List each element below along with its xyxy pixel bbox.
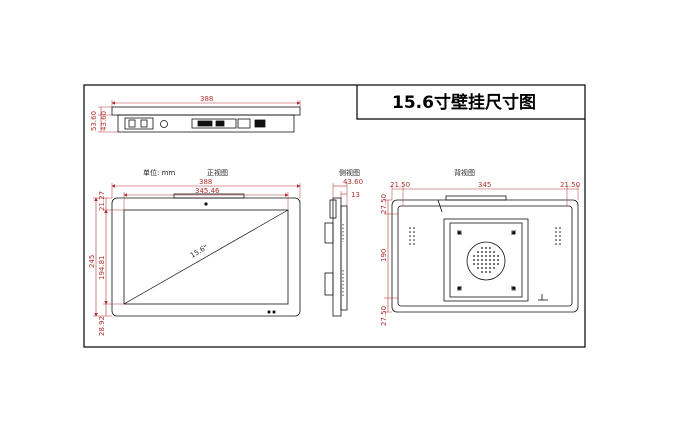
front-outer-height-label: 245	[88, 255, 96, 268]
back-view-dimensions: 21.50 345 21.50 27.50 190 27.50	[380, 181, 580, 326]
back-height-label: 190	[380, 249, 388, 262]
back-vent-right	[555, 227, 561, 245]
front-top-margin-label: 21.27	[98, 191, 106, 211]
back-bottom-margin-label: 27.50	[380, 306, 388, 326]
back-vent-left	[409, 227, 415, 245]
side-bezel-label: 13	[351, 191, 360, 199]
front-inner-height-label: 194.81	[98, 256, 106, 281]
back-right-margin-label: 21.50	[560, 181, 580, 189]
side-depth-label: 43.60	[343, 178, 363, 186]
back-speaker-holes	[473, 247, 499, 273]
top-depth-label-2: 43.60	[100, 111, 108, 131]
side-view	[324, 197, 348, 317]
top-depth-label-1: 53.60	[90, 111, 98, 131]
back-top-margin-label: 27.50	[380, 194, 388, 214]
top-view	[111, 106, 301, 133]
front-outer-width-label: 388	[199, 178, 212, 186]
front-bottom-margin-label: 28.92	[98, 316, 106, 336]
unit-label: 单位: mm	[143, 168, 175, 177]
front-inner-width-label: 345.46	[195, 187, 220, 195]
back-view	[391, 195, 579, 313]
drawing-frame	[83, 84, 586, 348]
top-width-label: 388	[200, 95, 213, 103]
back-view-label: 背视图	[454, 168, 475, 177]
diagonal-label: 15.6"	[189, 243, 209, 259]
title-block: 15.6寸壁挂尺寸图	[356, 85, 585, 120]
front-view-dimensions: 388 345.46 245 194.81 21.27 28.92	[88, 178, 301, 336]
side-view-label: 侧视图	[339, 168, 360, 177]
front-view	[111, 193, 301, 317]
back-width-label: 345	[478, 181, 491, 189]
drawing-title: 15.6寸壁挂尺寸图	[392, 92, 536, 113]
side-view-dimensions: 43.60 13	[332, 178, 363, 206]
front-view-label: 正视图	[207, 168, 228, 177]
top-view-dimensions: 388 53.60 43.60	[90, 95, 301, 133]
back-left-margin-label: 21.50	[390, 181, 410, 189]
